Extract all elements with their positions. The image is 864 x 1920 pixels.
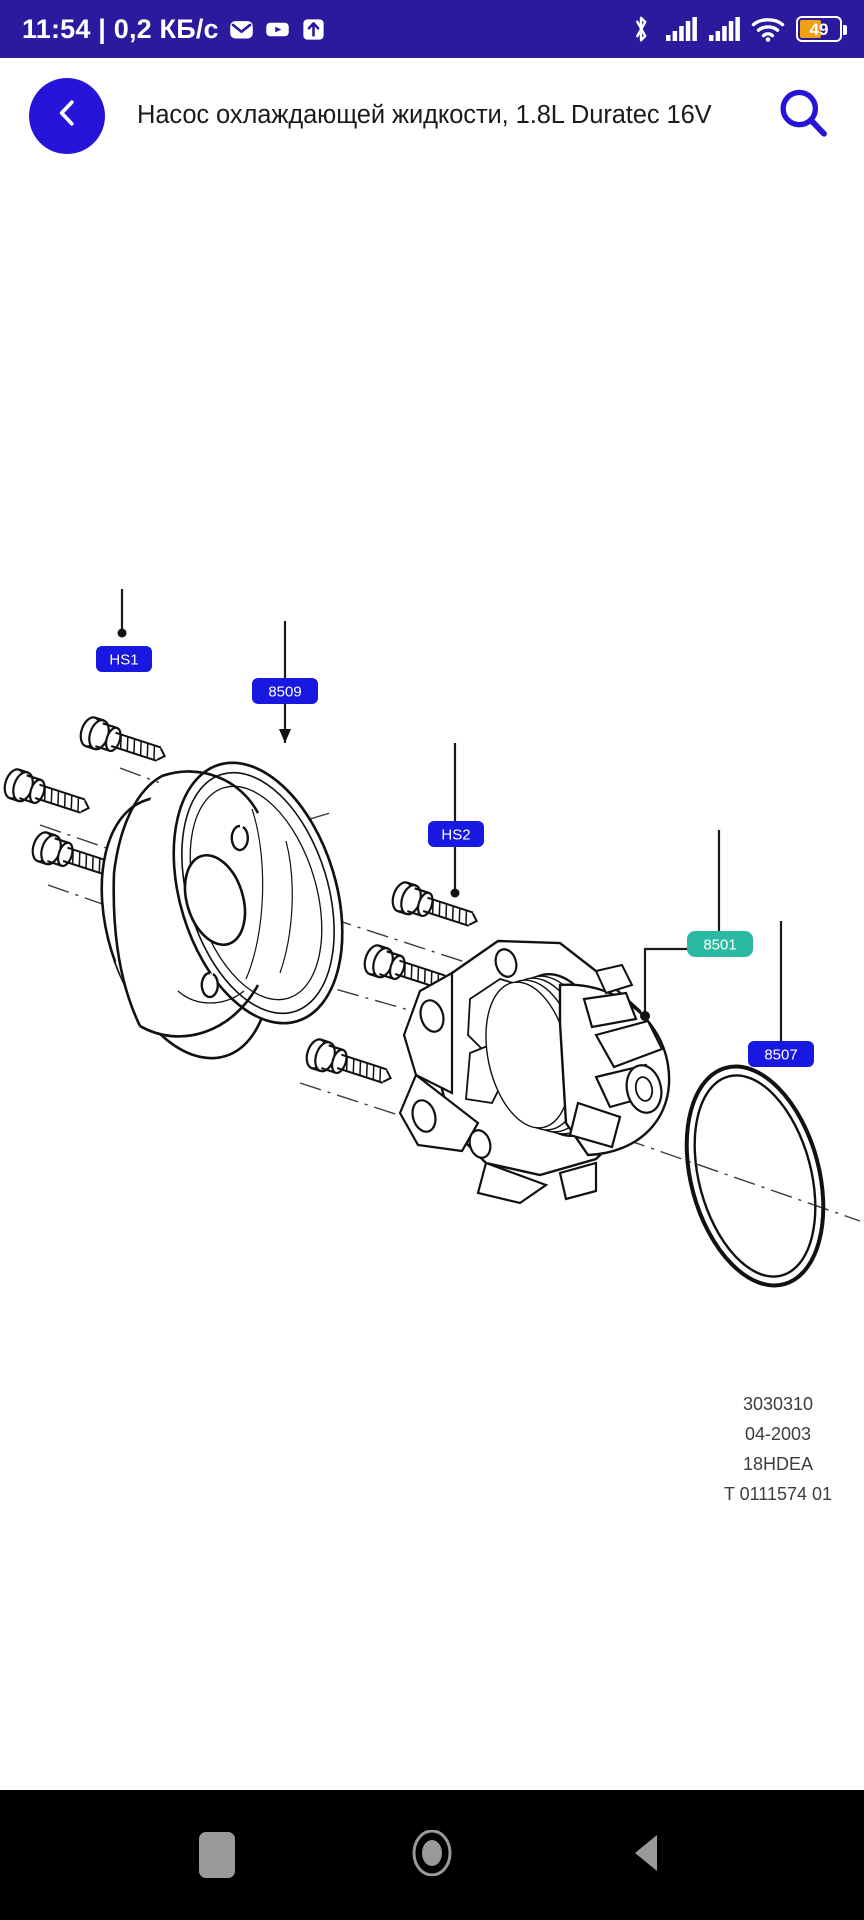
recents-button[interactable] xyxy=(172,1810,262,1900)
callout-badge-8501[interactable]: 8501 xyxy=(687,931,753,957)
part-8509-pulley xyxy=(100,761,344,1060)
square-icon xyxy=(199,1832,236,1878)
callout-label-hs1: HS1 xyxy=(109,652,138,669)
signal-bars-sim2-icon xyxy=(708,16,740,42)
parts-diagram-canvas[interactable]: HS1 8509 HS2 8501 8507 30303 xyxy=(0,173,864,1790)
footer-line-3: 18HDEA xyxy=(743,1454,813,1474)
app-header: Насос охлаждающей жидкости, 1.8L Duratec… xyxy=(0,58,864,173)
android-navigation-bar xyxy=(0,1790,864,1920)
status-bar-right: 49 xyxy=(628,14,847,44)
callout-label-8507: 8507 xyxy=(764,1047,797,1064)
part-8501-water-pump xyxy=(398,939,671,1205)
callout-label-8509: 8509 xyxy=(268,684,301,701)
triangle-left-icon xyxy=(627,1831,667,1880)
chevron-left-icon xyxy=(50,96,84,135)
callout-badge-hs1[interactable]: HS1 xyxy=(96,646,152,672)
home-button[interactable] xyxy=(387,1810,477,1900)
page-title: Насос охлаждающей жидкости, 1.8L Duratec… xyxy=(137,101,712,129)
footer-line-4: T 0111574 01 xyxy=(724,1484,832,1504)
callout-badge-hs2[interactable]: HS2 xyxy=(428,821,484,847)
signal-bars-sim1-icon xyxy=(665,16,697,42)
battery-percent-label: 49 xyxy=(809,19,829,39)
circle-icon xyxy=(409,1829,455,1881)
status-bar-left: 11:54 | 0,2 КБ/с xyxy=(22,14,327,45)
battery-icon: 49 xyxy=(796,16,847,42)
youtube-icon xyxy=(264,16,291,43)
callout-label-8501: 8501 xyxy=(703,937,736,954)
search-button[interactable] xyxy=(766,79,840,153)
callout-label-hs2: HS2 xyxy=(441,827,470,844)
callout-badge-8509[interactable]: 8509 xyxy=(252,678,318,704)
status-bar: 11:54 | 0,2 КБ/с xyxy=(0,0,864,58)
battery-fill xyxy=(800,20,821,38)
mail-icon xyxy=(228,16,255,43)
part-8507-o-ring xyxy=(684,1064,826,1288)
upload-icon xyxy=(300,16,327,43)
exploded-parts-drawing: HS1 8509 HS2 8501 8507 30303 xyxy=(0,589,861,1504)
back-navigation-button[interactable] xyxy=(29,77,105,154)
back-button[interactable] xyxy=(602,1810,692,1900)
footer-line-2: 04-2003 xyxy=(745,1424,811,1444)
footer-line-1: 3030310 xyxy=(743,1394,813,1414)
callout-badge-8507[interactable]: 8507 xyxy=(748,1041,814,1067)
wifi-icon xyxy=(751,16,785,42)
status-bar-time-and-speed: 11:54 | 0,2 КБ/с xyxy=(22,13,219,44)
bluetooth-icon xyxy=(628,14,654,44)
search-icon xyxy=(775,85,831,146)
diagram-footer-codes: 3030310 04-2003 18HDEA T 0111574 01 xyxy=(724,1394,832,1504)
